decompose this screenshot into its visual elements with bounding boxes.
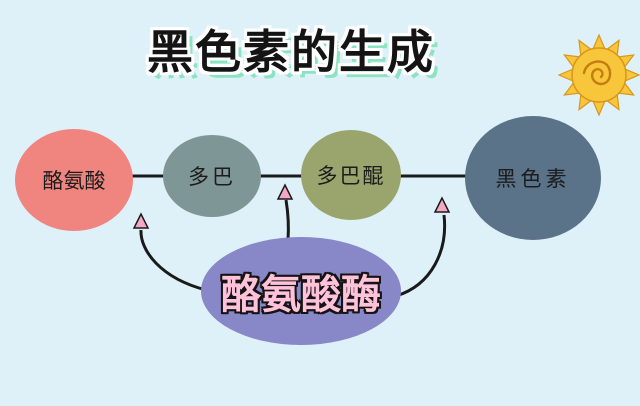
node-tyrosine-label: 酪氨酸: [42, 169, 106, 193]
node-enzyme: 酪氨酸酶: [201, 237, 401, 345]
node-melanin: 黑色素: [465, 116, 601, 240]
arrow-head-middle: [276, 183, 294, 200]
enzyme-arrow-middle: [284, 199, 290, 241]
page-title: 黑色素的生成: [147, 25, 435, 79]
arrow-head-left: [132, 212, 150, 229]
node-tyrosine: 酪氨酸: [15, 129, 133, 231]
arrow-head-right: [433, 196, 451, 213]
enzyme-arrow-left: [139, 229, 207, 292]
node-dopa-label: 多巴: [188, 165, 236, 189]
sun-icon: [557, 33, 640, 117]
enzyme-arrow-right: [395, 214, 447, 298]
node-dopaquinone-label: 多巴醌: [316, 164, 386, 188]
node-enzyme-label: 酪氨酸酶: [221, 272, 381, 318]
node-melanin-label: 黑色素: [495, 167, 571, 191]
node-dopa: 多巴: [163, 135, 261, 217]
node-dopaquinone: 多巴醌: [301, 130, 401, 220]
